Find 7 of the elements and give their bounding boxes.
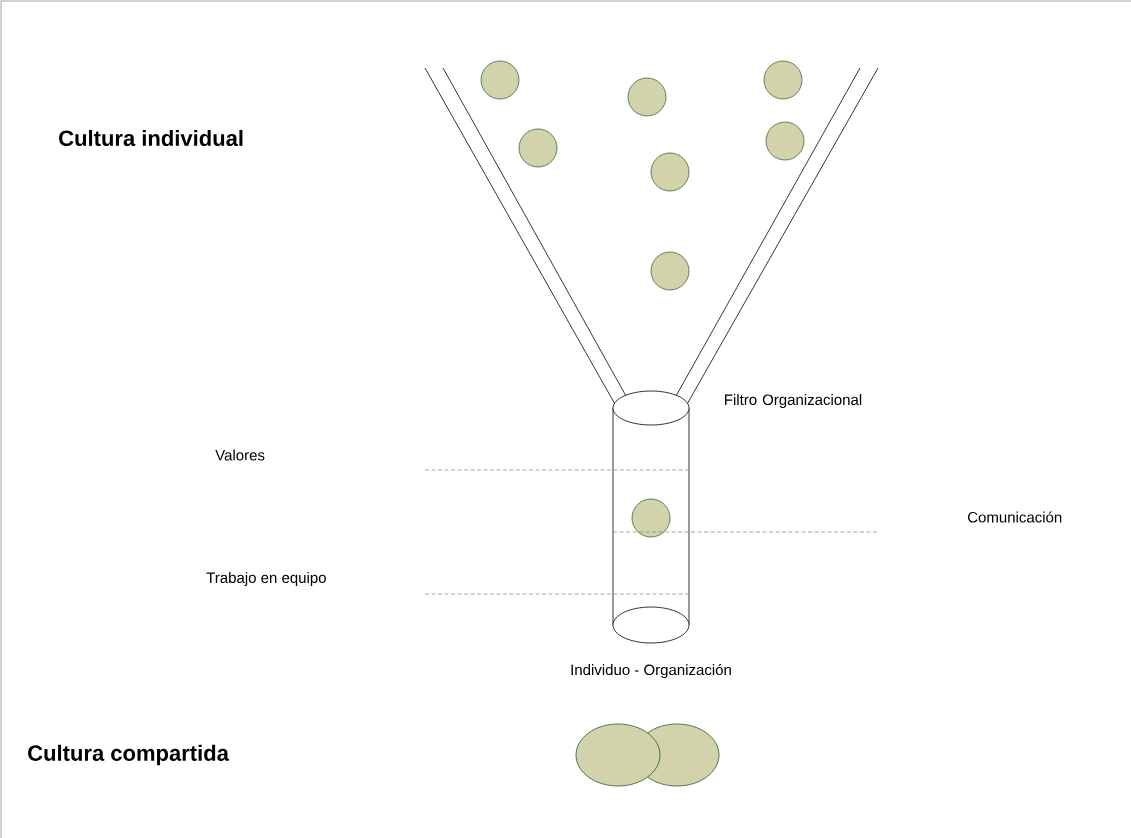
label: Filtro Organizacional bbox=[725, 394, 862, 408]
label: Individuo - Organización bbox=[571, 663, 731, 679]
heading: Cultura individual bbox=[59, 129, 243, 147]
label: Valores bbox=[215, 449, 265, 461]
label: Trabajo en equipo bbox=[206, 572, 326, 586]
heading: Cultura compartida bbox=[28, 744, 229, 766]
label: Comunicación bbox=[968, 511, 1062, 523]
